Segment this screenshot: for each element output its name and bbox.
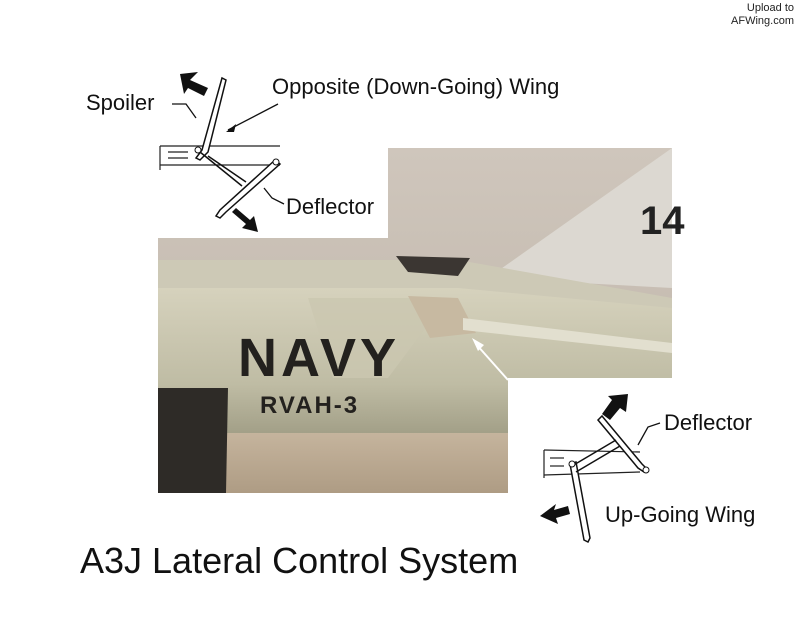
left-arrow-icon	[540, 504, 570, 524]
up-going-wing-label: Up-Going Wing	[605, 502, 756, 527]
watermark: Upload to AFWing.com	[731, 2, 794, 28]
watermark-line2: AFWing.com	[731, 15, 794, 27]
top-mechanism-diagram	[159, 72, 282, 232]
squadron-text: RVAH-3	[260, 392, 359, 419]
up-arrow-icon	[180, 72, 208, 96]
tail-number: 14	[640, 199, 685, 243]
bottom-deflector-label: Deflector	[664, 410, 753, 435]
top-deflector-label: Deflector	[286, 194, 375, 219]
spoiler-surface	[194, 76, 227, 161]
down-going-wing-label: Opposite (Down-Going) Wing	[272, 74, 560, 99]
down-arrow-icon	[232, 208, 258, 232]
up-arrow-icon	[602, 394, 628, 420]
page-title: A3J Lateral Control System	[80, 540, 519, 581]
navy-text: NAVY	[238, 328, 400, 388]
bottom-mechanism-diagram	[540, 394, 650, 544]
spoiler-label: Spoiler	[86, 90, 155, 115]
top-leader-lines	[172, 103, 285, 205]
aircraft-photo: 14 NAVY RVAH-3	[158, 148, 685, 493]
bottom-leader-line	[637, 422, 661, 446]
deflector-surface	[214, 159, 282, 219]
watermark-line1: Upload to	[746, 2, 794, 14]
